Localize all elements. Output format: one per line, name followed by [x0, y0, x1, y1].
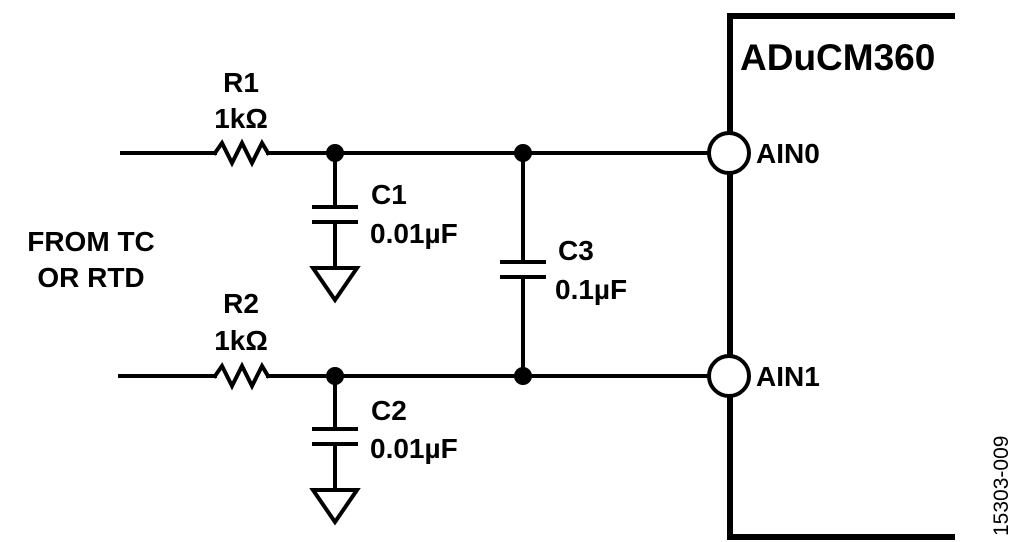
- source-label-line2: OR RTD: [37, 262, 144, 293]
- c2-ref-label: C2: [371, 395, 407, 426]
- c2-ground-icon: [309, 488, 361, 526]
- c1-capacitor-symbol: [312, 151, 358, 270]
- ain1-label: AIN1: [756, 361, 820, 392]
- chip-name: ADuCM360: [740, 37, 935, 78]
- c1-ground-icon: [309, 266, 361, 304]
- source-label-line1: FROM TC: [27, 226, 155, 257]
- r2-resistor-symbol: [212, 361, 271, 391]
- c2-capacitor-symbol: [312, 374, 358, 492]
- ain1-pin-circle: [707, 354, 751, 398]
- c3-capacitor-symbol: [500, 151, 546, 378]
- r1-ref-label: R1: [223, 67, 259, 98]
- c1-value-label: 0.01µF: [370, 218, 458, 249]
- chip-outline: [727, 13, 955, 540]
- r1-value-label: 1kΩ: [214, 103, 268, 134]
- c3-ref-label: C3: [558, 235, 594, 266]
- r2-ref-label: R2: [223, 288, 259, 319]
- r2-value-label: 1kΩ: [214, 325, 268, 356]
- c2-value-label: 0.01µF: [370, 433, 458, 464]
- figure-id: 15303-009: [990, 436, 1013, 536]
- ain0-label: AIN0: [756, 138, 820, 169]
- c1-ref-label: C1: [371, 179, 407, 210]
- ain0-pin-circle: [707, 131, 751, 175]
- c3-value-label: 0.1µF: [555, 274, 627, 305]
- r1-resistor-symbol: [212, 138, 271, 168]
